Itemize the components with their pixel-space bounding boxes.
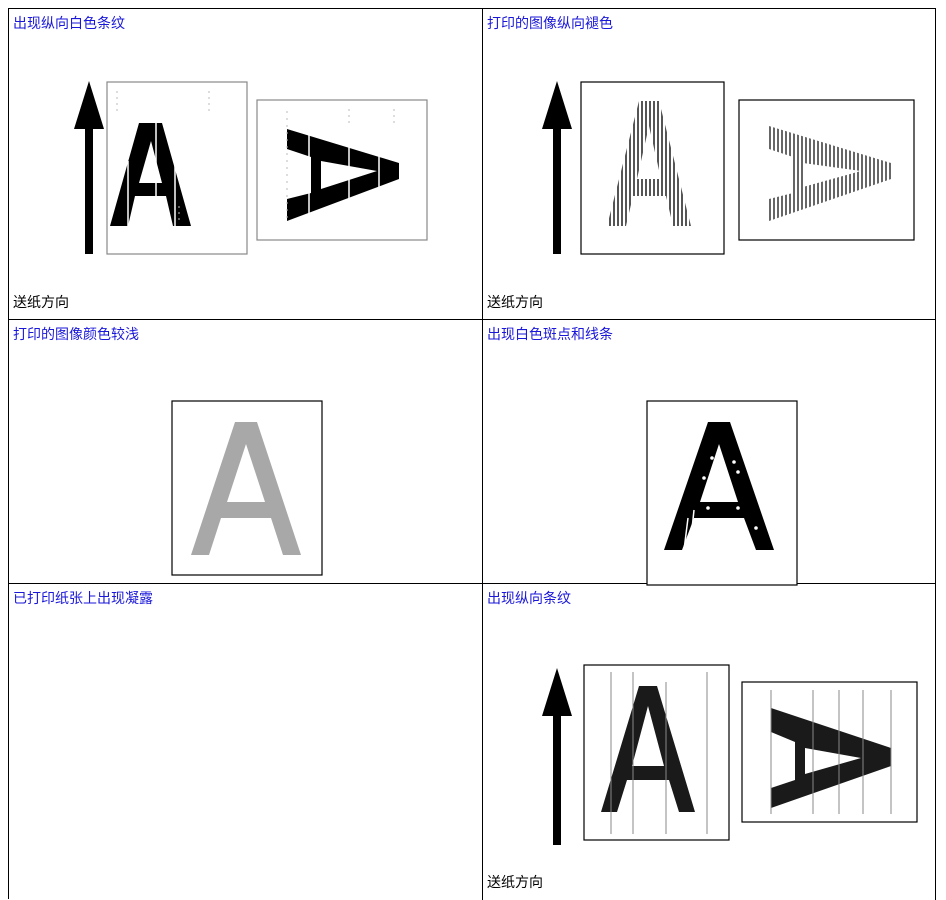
figure-white-stripes: [74, 81, 428, 255]
cell-light-print: 打印的图像颜色较浅: [9, 320, 483, 584]
print-quality-table: 出现纵向白色条纹: [8, 8, 936, 900]
feed-direction-arrow: [542, 81, 572, 254]
feed-direction-arrow: [74, 81, 104, 254]
title-vertical-stripes[interactable]: 出现纵向条纹: [487, 591, 571, 607]
paper-landscape-a: [256, 99, 428, 241]
paper-portrait-a: [171, 400, 323, 576]
title-vertical-white-stripes[interactable]: 出现纵向白色条纹: [13, 16, 125, 32]
cell-vertical-stripes: 出现纵向条纹: [483, 584, 936, 900]
figure-white-spots: [646, 400, 798, 586]
figure-vertical-fading: [542, 81, 915, 255]
title-white-spots[interactable]: 出现白色斑点和线条: [487, 327, 613, 343]
title-light-print[interactable]: 打印的图像颜色较浅: [13, 327, 139, 343]
paper-landscape-a: [741, 681, 918, 823]
cell-condensation: 已打印纸张上出现凝露: [9, 584, 483, 900]
paper-landscape-a: [738, 99, 915, 241]
figure-vertical-stripes: [542, 664, 918, 845]
paper-portrait-a: [106, 81, 248, 255]
cell-white-spots: 出现白色斑点和线条: [483, 320, 936, 586]
cell-vertical-white-stripes: 出现纵向白色条纹: [9, 9, 483, 320]
paper-portrait-a: [583, 664, 730, 841]
feed-direction-label: 送纸方向: [487, 875, 543, 891]
title-condensation[interactable]: 已打印纸张上出现凝露: [13, 591, 153, 607]
feed-direction-label: 送纸方向: [13, 295, 69, 311]
figure-light-print: [171, 400, 323, 576]
paper-portrait-a: [580, 81, 725, 255]
feed-direction-label: 送纸方向: [487, 295, 543, 311]
feed-direction-arrow: [542, 668, 572, 845]
paper-portrait-a: [646, 400, 798, 586]
cell-vertical-fading: 打印的图像纵向褪色: [483, 9, 936, 320]
title-vertical-fading[interactable]: 打印的图像纵向褪色: [487, 16, 613, 32]
